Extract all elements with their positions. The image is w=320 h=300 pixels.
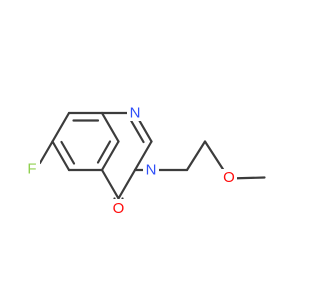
bond-c5-c4a-inner [96, 140, 112, 164]
molecule-drawing: N N F O O [24, 104, 266, 217]
bond-n3-c4 [117, 168, 137, 200]
bond-c2-n3 [133, 140, 153, 172]
bond-c6-f [38, 140, 54, 165]
bond-c8-c7 [51, 111, 71, 143]
atom-ether-o-label: O [223, 169, 235, 186]
bond-c7-c6 [51, 140, 71, 172]
atom-f: F [24, 161, 40, 178]
atom-n3-label: N [146, 162, 157, 179]
bond-c4a-c8a [100, 111, 120, 143]
atom-carbonyl-o-label: O [113, 200, 125, 217]
atom-carbonyl-o: O [110, 199, 126, 217]
bond-c5-c4a [100, 140, 120, 172]
bond-ch2-ch2 [185, 140, 207, 172]
atom-n1: N [127, 105, 143, 122]
atom-f-label: F [27, 161, 36, 178]
bond-c4-c4a [100, 168, 120, 200]
bond-n1-c2-inner [129, 119, 145, 144]
atom-ether-o: O [221, 169, 237, 186]
bond-c7-c6-inner [60, 140, 76, 165]
atom-n1-label: N [130, 105, 141, 122]
atom-n3: N [143, 162, 159, 179]
structure-canvas: N N F O O [24, 104, 266, 217]
